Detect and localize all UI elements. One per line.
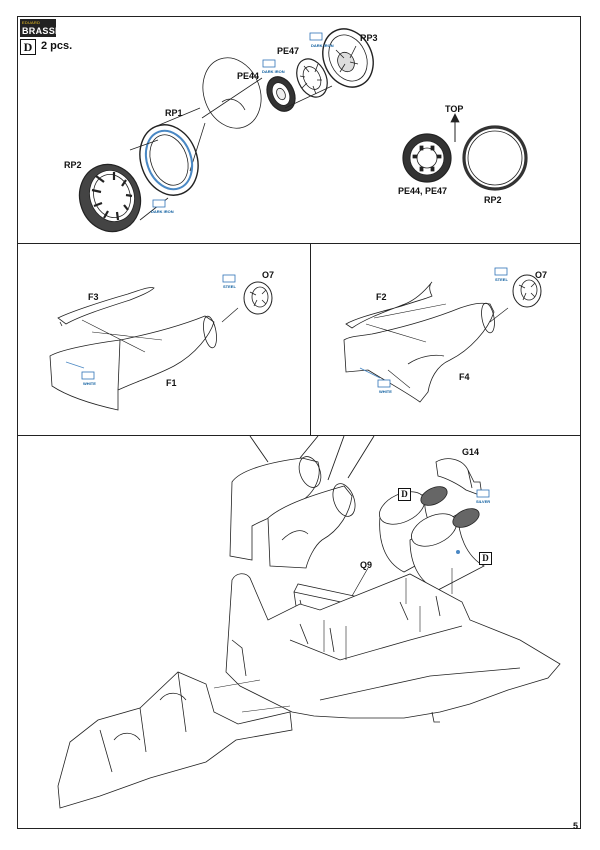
label-rp2-detail: RP2 (484, 195, 502, 205)
set-letter-badge-2: D (479, 552, 492, 565)
tag-o7-steel-right: STEEL (495, 277, 508, 282)
g14-part (435, 458, 483, 497)
o7-right (512, 274, 542, 308)
label-top: TOP (445, 104, 464, 114)
label-f1: F1 (166, 378, 177, 388)
intake-trunk-upper (229, 456, 322, 561)
top-orientation-detail (402, 113, 528, 191)
label-pe44-pe47: PE44, PE47 (398, 186, 448, 196)
label-pe44: PE44 (237, 71, 260, 81)
f2-part (345, 281, 433, 329)
label-pe47: PE47 (277, 46, 300, 56)
logo-top-text: EDUARD (22, 20, 41, 25)
tag-rp3-dark-iron: DARK IRON (311, 43, 334, 48)
label-f3: F3 (88, 292, 99, 302)
page-number: 5 (573, 821, 579, 831)
label-rp1: RP1 (165, 108, 183, 118)
panel-fuselage-assembly (17, 435, 581, 829)
o7-left (243, 281, 273, 315)
label-f4: F4 (459, 372, 470, 382)
rp2-ring (78, 139, 169, 233)
quantity-label: 2 pcs. (41, 40, 73, 52)
tag-f2-white: WHITE (379, 389, 392, 394)
label-o7-right: O7 (535, 270, 548, 280)
tag-pe47-dark-iron: DARK IRON (262, 69, 285, 74)
brassin-logo: EDUARD BRASSIN (20, 19, 64, 37)
f3-part (57, 287, 155, 327)
intake-trunk-lower (267, 483, 356, 569)
pe44-ring (266, 76, 296, 112)
logo-main-text: BRASSIN (22, 26, 65, 36)
set-letter-badge-1: D (398, 488, 411, 501)
label-g14: G14 (462, 447, 480, 457)
tag-g14-silver: SILVER (476, 499, 491, 504)
label-o7-left: O7 (262, 270, 275, 280)
pe47-ring (296, 58, 328, 98)
rp3-ring (322, 28, 374, 88)
tag-rp1-dark-iron: DARK IRON (151, 209, 174, 214)
fuselage-half (225, 573, 561, 723)
label-f2: F2 (376, 292, 387, 302)
cockpit-section (57, 671, 293, 809)
color-tags (81, 32, 508, 498)
tag-o7-steel-left: STEEL (223, 284, 236, 289)
label-q9: Q9 (360, 560, 373, 570)
rp1-tube (139, 57, 263, 196)
set-letter-badge: D (20, 39, 36, 55)
f4-part (343, 302, 495, 403)
label-rp3: RP3 (360, 33, 378, 43)
tag-f3-white: WHITE (83, 381, 96, 386)
exhaust-can-right (409, 508, 485, 591)
label-rp2: RP2 (64, 160, 82, 170)
f1-part (49, 315, 217, 411)
